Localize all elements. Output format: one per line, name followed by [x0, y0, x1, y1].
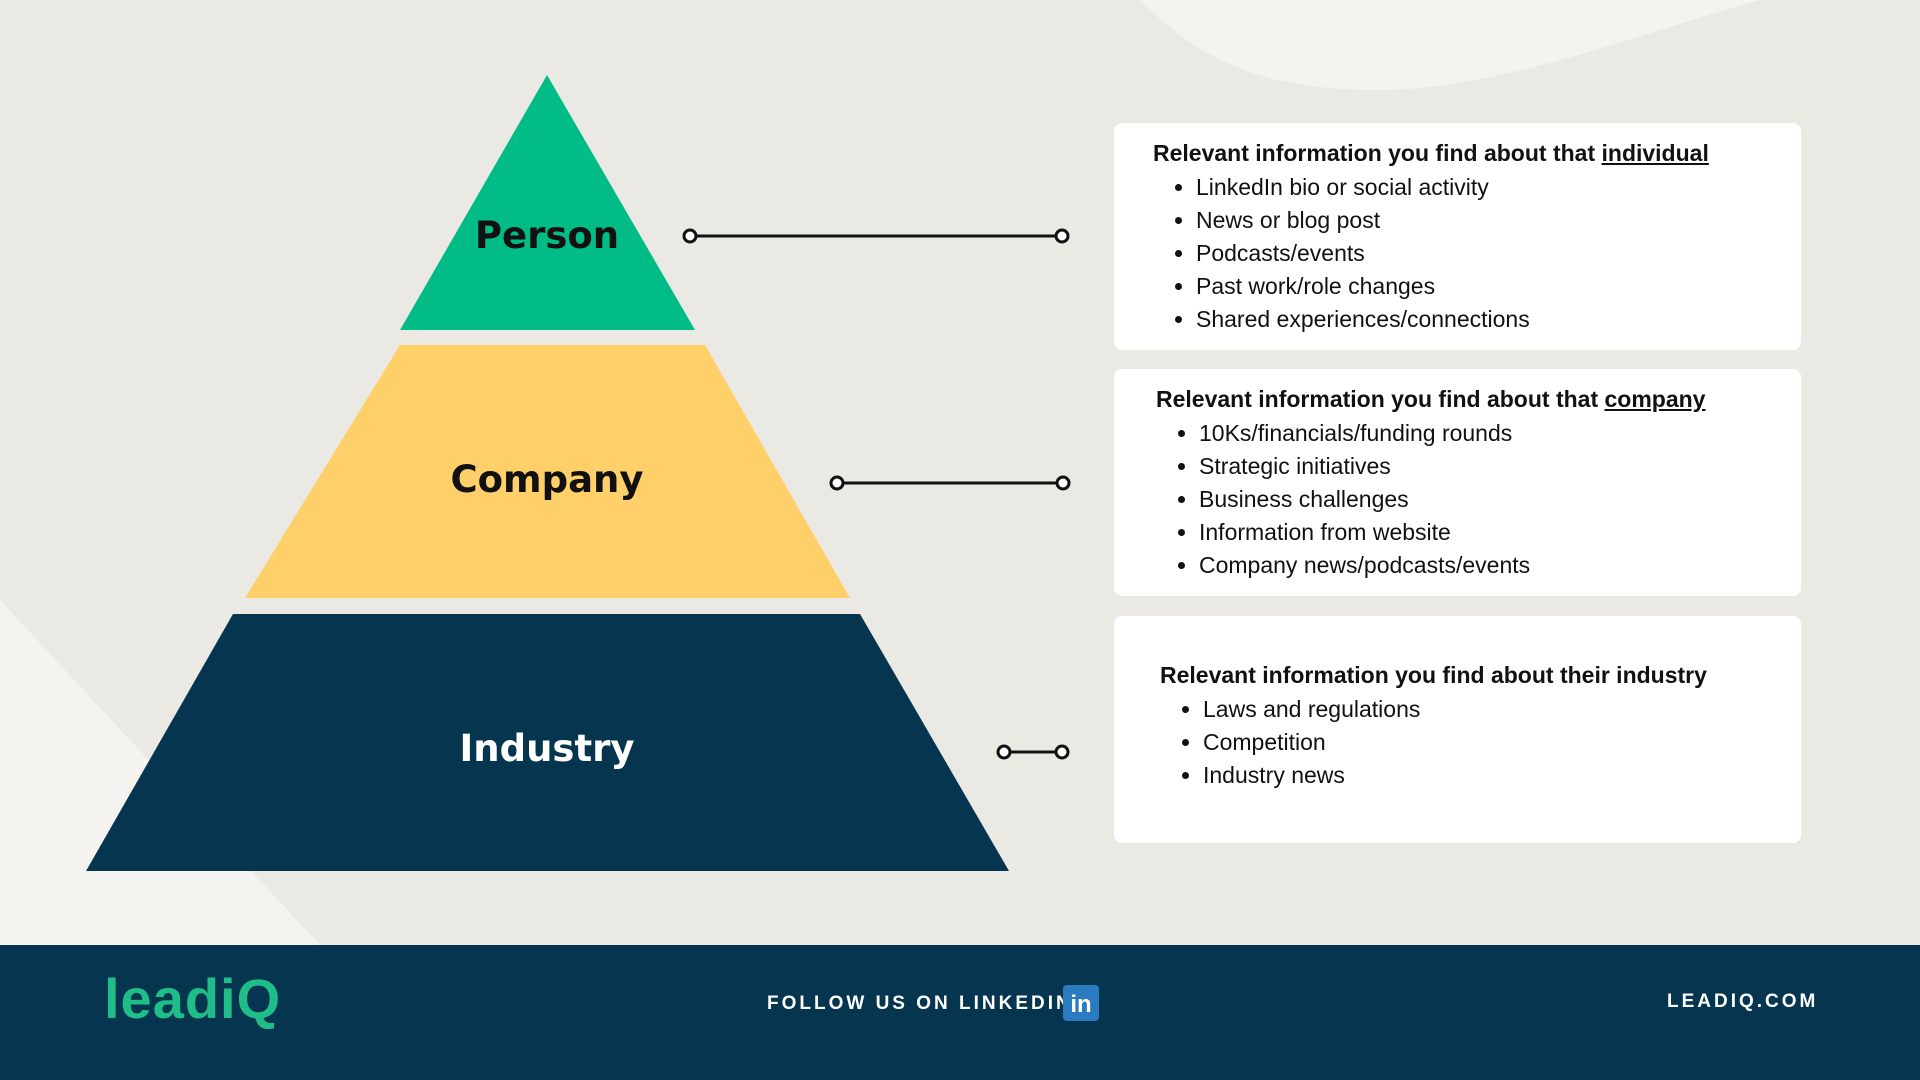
card-list: LinkedIn bio or social activity News or …: [1153, 171, 1801, 336]
list-item: Past work/role changes: [1196, 270, 1801, 303]
list-item: News or blog post: [1196, 204, 1801, 237]
info-card-industry: Relevant information you find about thei…: [1114, 616, 1801, 843]
pyramid-tier-company: [245, 345, 850, 598]
list-item: Company news/podcasts/events: [1199, 549, 1801, 582]
list-item: Competition: [1203, 726, 1801, 759]
card-heading-emphasis: company: [1604, 386, 1706, 412]
list-item: 10Ks/financials/funding rounds: [1199, 417, 1801, 450]
card-heading: Relevant information you find about that…: [1156, 386, 1801, 413]
card-list: Laws and regulations Competition Industr…: [1160, 693, 1801, 792]
card-heading-text: Relevant information you find about that: [1156, 386, 1605, 412]
info-card-person: Relevant information you find about that…: [1114, 123, 1801, 350]
list-item: Industry news: [1203, 759, 1801, 792]
card-heading-emphasis: individual: [1601, 140, 1709, 166]
connector-person: [682, 228, 1070, 244]
list-item: Information from website: [1199, 516, 1801, 549]
list-item: LinkedIn bio or social activity: [1196, 171, 1801, 204]
pyramid-diagram: Person Company Industry: [86, 75, 1071, 871]
list-item: Business challenges: [1199, 483, 1801, 516]
leadiq-logo[interactable]: leadiQ: [104, 967, 282, 1030]
pyramid-tier-person: [400, 75, 695, 330]
footer-bar: [0, 945, 1920, 1080]
connector-company: [829, 475, 1071, 491]
tier-label-industry: Industry: [459, 727, 634, 770]
card-heading: Relevant information you find about thei…: [1160, 662, 1801, 689]
list-item: Podcasts/events: [1196, 237, 1801, 270]
linkedin-icon[interactable]: in: [1063, 985, 1099, 1021]
list-item: Strategic initiatives: [1199, 450, 1801, 483]
list-item: Shared experiences/connections: [1196, 303, 1801, 336]
tier-label-company: Company: [450, 458, 643, 501]
background-swoosh-top: [1140, 0, 1760, 90]
tier-label-person: Person: [475, 214, 619, 257]
website-link[interactable]: LEADIQ.COM: [1667, 991, 1819, 1012]
info-card-company: Relevant information you find about that…: [1114, 369, 1801, 596]
pyramid-tier-industry: [86, 614, 1009, 871]
connector-industry: [996, 744, 1070, 760]
list-item: Laws and regulations: [1203, 693, 1801, 726]
card-list: 10Ks/financials/funding rounds Strategic…: [1156, 417, 1801, 582]
card-heading: Relevant information you find about that…: [1153, 140, 1801, 167]
card-heading-text: Relevant information you find about that: [1153, 140, 1602, 166]
card-heading-text: Relevant information you find about thei…: [1160, 662, 1707, 688]
follow-linkedin-text[interactable]: FOLLOW US ON LINKEDIN: [767, 993, 1073, 1014]
